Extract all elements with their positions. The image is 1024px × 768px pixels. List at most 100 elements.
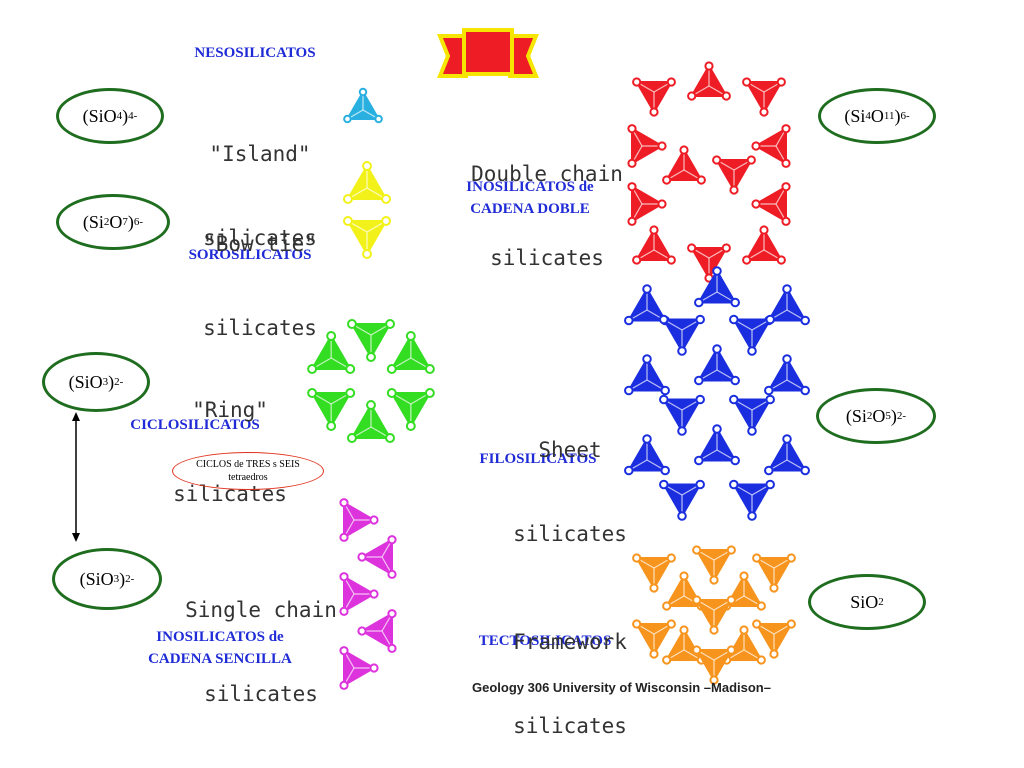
tetrahedron-ring [307, 319, 435, 443]
formula-sio3-ring-open: (SiO [68, 371, 103, 392]
oxygen-atom [424, 388, 435, 398]
oxygen-atom [751, 141, 761, 151]
formula-sio4-sup: 4- [128, 110, 138, 122]
oxygen-atom [660, 465, 670, 476]
oxygen-atom [632, 77, 642, 87]
title-framework-line2: silicates [513, 714, 627, 738]
oxygen-atom [800, 315, 810, 326]
oxygen-atom [694, 455, 704, 466]
oxygen-atom [307, 364, 318, 374]
formula-sio3-chain-sub: 3 [113, 573, 120, 585]
oxygen-atom [751, 199, 761, 209]
oxygen-atom [339, 498, 349, 508]
oxygen-atom [756, 601, 766, 611]
title-island: "Island" silicates [180, 84, 340, 280]
oxygen-atom [624, 385, 634, 396]
oxygen-atom [649, 649, 659, 659]
oxygen-atom [659, 394, 669, 405]
oxygen-atom [366, 352, 376, 362]
oxygen-atom [369, 589, 379, 599]
banner-logo [437, 28, 539, 78]
oxygen-atom [696, 175, 706, 185]
label-tectosilicatos: TECTOSILICATOS [478, 633, 612, 649]
oxygen-atom [666, 255, 676, 265]
oxygen-atom [781, 182, 791, 192]
label-inosilicatos-doble: INOSILICATOS de CADENA DOBLE [430, 176, 630, 220]
title-sheet-line1: Sheet [538, 438, 602, 462]
oxygen-atom [424, 364, 435, 374]
oxygen-atom [800, 385, 810, 396]
title-sheet-line2: silicates [513, 522, 627, 546]
oxygen-atom [709, 575, 719, 585]
formula-sio3-chain-open: (SiO [79, 568, 114, 589]
formula-sio4-open: (SiO [82, 105, 117, 126]
oxygen-atom [307, 388, 318, 398]
oxygen-atom [381, 216, 392, 226]
oxygen-atom [662, 655, 672, 665]
title-bowtie-line1: "Bow tie" [203, 232, 317, 256]
oxygen-atom [687, 91, 697, 101]
oxygen-atom [739, 571, 749, 581]
oxygen-atom [662, 601, 672, 611]
oxygen-atom [694, 297, 704, 308]
oxygen-atom [387, 643, 397, 653]
oxygen-atom [726, 595, 736, 605]
ring-silicate-structure [307, 319, 435, 443]
formula-si2o5-sub1: 2 [866, 410, 873, 422]
formula-si2o5-close: ) [890, 405, 897, 426]
oxygen-atom [800, 465, 810, 476]
oxygen-atom [726, 645, 736, 655]
tetrahedron-pair [342, 161, 392, 259]
oxygen-atom [782, 434, 792, 444]
oxygen-atom [692, 545, 702, 555]
oxygen-atom [385, 319, 396, 329]
oxygen-atom [386, 364, 397, 374]
oxygen-atom [677, 346, 687, 356]
oxygen-atom [695, 479, 705, 490]
oxygen-atom [345, 388, 356, 398]
oxygen-atom [666, 619, 676, 629]
formula-sio2-sub: 2 [878, 596, 884, 608]
oxygen-atom [677, 426, 687, 436]
oxygen-atom [339, 606, 349, 616]
oxygen-atom [781, 158, 791, 168]
title-framework-line1: Framework [513, 630, 627, 654]
title-framework: Framework silicates [490, 572, 650, 768]
oxygen-atom [756, 655, 766, 665]
framework-silicate-structure [632, 545, 796, 685]
title-bowtie: "Bow tie" silicates [180, 174, 340, 370]
oxygen-atom [742, 77, 752, 87]
oxygen-atom [781, 216, 791, 226]
oxygen-atom [752, 553, 762, 563]
title-island-line1: "Island" [209, 142, 311, 166]
oxygen-atom [765, 479, 775, 490]
formula-si4o11-mid: O [870, 105, 884, 126]
formula-si2o7-mid: O [109, 211, 123, 232]
oxygen-atom [362, 161, 372, 171]
oxygen-atom [776, 255, 786, 265]
oxygen-atom [632, 255, 642, 265]
oxygen-atom [624, 315, 634, 326]
oxygen-atom [386, 388, 397, 398]
oxygen-atom [632, 619, 642, 629]
oxygen-atom [642, 354, 652, 364]
oxygen-atom [627, 216, 637, 226]
label-inosilicatos-doble-line1: INOSILICATOS de [466, 179, 594, 195]
oxygen-atom [657, 199, 667, 209]
title-island-line2: silicates [203, 226, 317, 250]
label-nesosilicatos: NESOSILICATOS [194, 45, 316, 61]
formula-si4o11-open: (Si [844, 105, 866, 126]
oxygen-atom [659, 314, 669, 325]
title-single-chain-line1: Single chain [185, 598, 337, 622]
oxygen-atom [624, 465, 634, 476]
oxygen-atom [362, 249, 372, 259]
title-double-chain: Double chain silicates [452, 104, 642, 300]
oxygen-atom [704, 61, 714, 71]
title-double-chain-line2: silicates [490, 246, 604, 270]
oxygen-atom [357, 626, 367, 636]
oxygen-atom [627, 124, 637, 134]
oxygen-atom [346, 433, 357, 443]
oxygen-atom [343, 114, 352, 124]
